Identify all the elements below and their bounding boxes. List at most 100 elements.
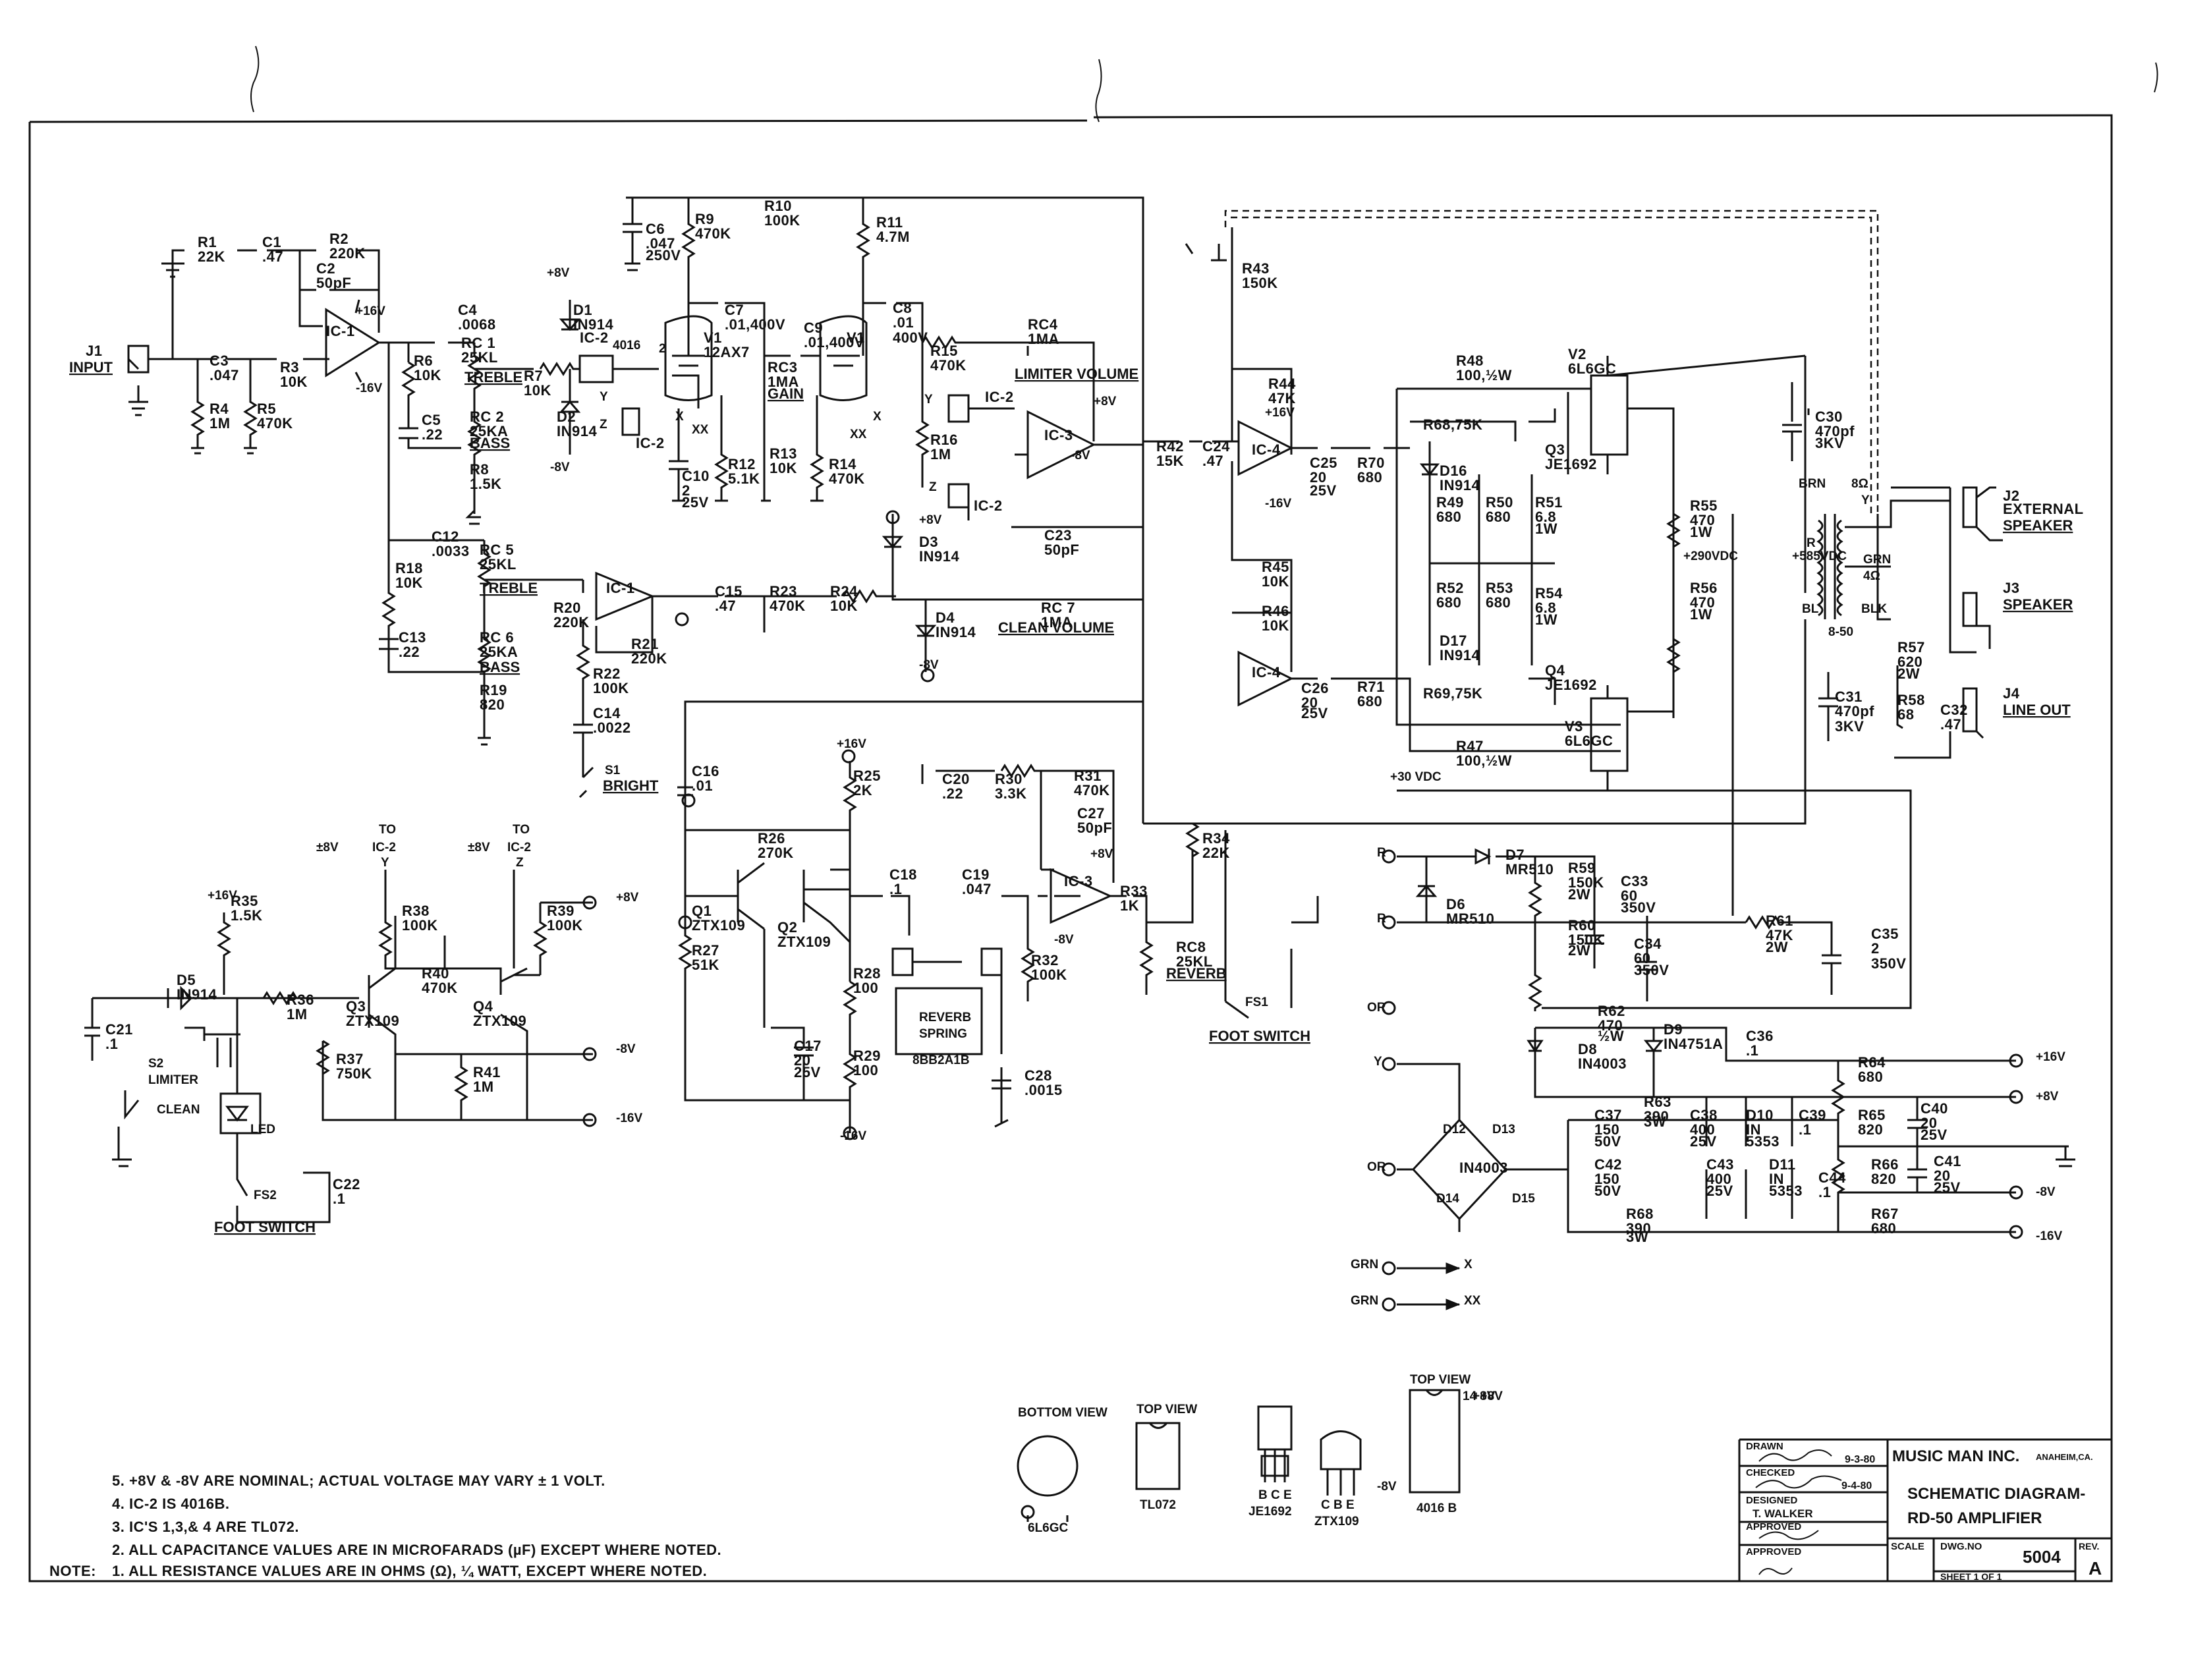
tb-approved-2: APPROVED: [1746, 1546, 1801, 1557]
ref-r63: R63: [1644, 1094, 1671, 1110]
title-block: [1738, 1438, 2112, 1581]
ref-r61: R61: [1766, 912, 1793, 929]
net-or2: OR: [1367, 1160, 1386, 1174]
limiter-wiring: [84, 870, 593, 1223]
value-r25: 2K: [853, 782, 872, 798]
net-pm8b: ±8V: [468, 841, 490, 854]
net-p585: +585VDC: [1792, 549, 1847, 563]
terminal-20: [1382, 1297, 1396, 1312]
terminal-9: [885, 510, 900, 524]
value-r55: 470: [1690, 512, 1715, 528]
ref-c4: C4: [458, 302, 477, 318]
ref-r66: R66: [1871, 1156, 1899, 1173]
net-rr2: R: [1377, 912, 1386, 926]
ref-r45: R45: [1262, 559, 1289, 575]
value-v3: 6L6GC: [1565, 733, 1613, 749]
ref-r35: R35: [231, 893, 258, 909]
value-r15: 470K: [930, 357, 967, 374]
ref-d6: D6: [1446, 896, 1465, 912]
ref-d10v: 5353: [1746, 1133, 1780, 1150]
value-r38: 100K: [402, 917, 438, 934]
net-x1: X: [675, 410, 684, 424]
ref-r60w: 2W: [1568, 942, 1590, 959]
net-to1: TO: [379, 823, 396, 837]
ref-rc7: RC 7: [1041, 600, 1075, 616]
component-labels: R122KC1.47R2220KC250pFIC-1R310KC3.047R41…: [105, 198, 1968, 1245]
preamp-tube-wiring: [623, 196, 1144, 922]
ref-d10: D10: [1746, 1107, 1774, 1123]
value-c8: .01: [893, 314, 914, 331]
note-3: 3. IC'S 1,3,& 4 ARE TL072.: [112, 1519, 299, 1535]
ref-r29: R29: [853, 1048, 881, 1064]
ref-r7: R7: [524, 368, 543, 384]
ref-d5: D5: [177, 972, 196, 988]
ref-d7: D7: [1505, 847, 1525, 863]
net-s1: S1: [605, 764, 621, 777]
net-m16v1: -16V: [356, 381, 382, 395]
terminal-1: [681, 793, 696, 808]
ref-r36: R36: [287, 992, 314, 1008]
ref-r50: R50: [1486, 494, 1513, 511]
net-grnxx: GRN: [1351, 1294, 1378, 1308]
ref-r31: R31: [1074, 768, 1102, 784]
ref-rc1: RC 1: [461, 335, 495, 351]
label-gain: GAIN: [768, 385, 804, 402]
net-m16v5: -16V: [616, 1111, 642, 1125]
net-rr: R: [1807, 536, 1816, 550]
terminal-18: [1382, 1162, 1396, 1177]
terminal-11: [2009, 1090, 2023, 1104]
value-c40: 20: [1921, 1115, 1937, 1131]
ref-v1b: V1: [847, 329, 865, 346]
ref-q2: Q2: [777, 919, 797, 936]
value-c34: 60: [1634, 950, 1650, 966]
ref-c40v: 25V: [1921, 1127, 1948, 1143]
value-c13: .22: [399, 644, 420, 660]
ref-r56: R56: [1690, 580, 1718, 596]
j3-name: SPEAKER: [2003, 596, 2073, 613]
cmos-name: 4016 B: [1417, 1501, 1457, 1515]
net-s2: S2: [148, 1057, 163, 1071]
label-bass2: BASS: [480, 659, 520, 675]
ref-c14: C14: [593, 705, 621, 721]
net-reverbspring2: SPRING: [919, 1027, 967, 1041]
note-4: 4. IC-2 IS 4016B.: [112, 1496, 229, 1512]
net-grn: GRN: [1863, 553, 1891, 567]
net-m8v6: -8V: [2036, 1185, 2056, 1199]
value-r19: 820: [480, 696, 505, 713]
value-r43: 150K: [1242, 275, 1278, 291]
value-c2: 50pF: [316, 275, 351, 291]
ref-ic4a: IC-4: [1252, 441, 1281, 458]
ref-q4p: Q4: [1545, 662, 1565, 679]
ref-bridge: IN4003: [1459, 1160, 1508, 1176]
j4-ref: J4: [2003, 685, 2020, 702]
terminal-16: [1382, 1001, 1396, 1015]
value-r37: 750K: [336, 1065, 372, 1082]
net-p8v5: +8V: [616, 891, 639, 905]
j2-name-1: EXTERNAL: [2003, 501, 2084, 517]
value-r31: 470K: [1074, 782, 1110, 798]
ref-r57w: 2W: [1897, 665, 1920, 682]
ref-c5: C5: [422, 412, 441, 428]
ref-r40: R40: [422, 965, 449, 982]
value-c16: .01: [692, 777, 713, 794]
ref-c32: C32: [1940, 702, 1968, 718]
value-c44: .1: [1818, 1184, 1831, 1200]
net-p16v3: +16V: [837, 737, 866, 751]
net-ic2z: IC-2: [507, 841, 531, 854]
value-r9: 470K: [695, 225, 731, 242]
value-c32: .47: [1940, 716, 1961, 733]
value-r23: 470K: [770, 598, 806, 614]
value-c21: .1: [105, 1036, 118, 1052]
ref-q3: Q3: [346, 998, 366, 1015]
ref-c43: C43: [1706, 1156, 1734, 1173]
ref-r15: R15: [930, 343, 958, 359]
ref-r13: R13: [770, 445, 797, 462]
ref-d2: D2: [557, 408, 576, 425]
value-r36: 1M: [287, 1006, 308, 1022]
reverb-wiring: [677, 761, 1319, 1133]
cmos-pin14: 14 +8V: [1463, 1389, 1503, 1403]
ref-d3: D3: [919, 534, 938, 550]
label-bright: BRIGHT: [603, 777, 659, 794]
label-reverb: REVERB: [1166, 965, 1227, 982]
value-r2: 220K: [329, 245, 366, 262]
